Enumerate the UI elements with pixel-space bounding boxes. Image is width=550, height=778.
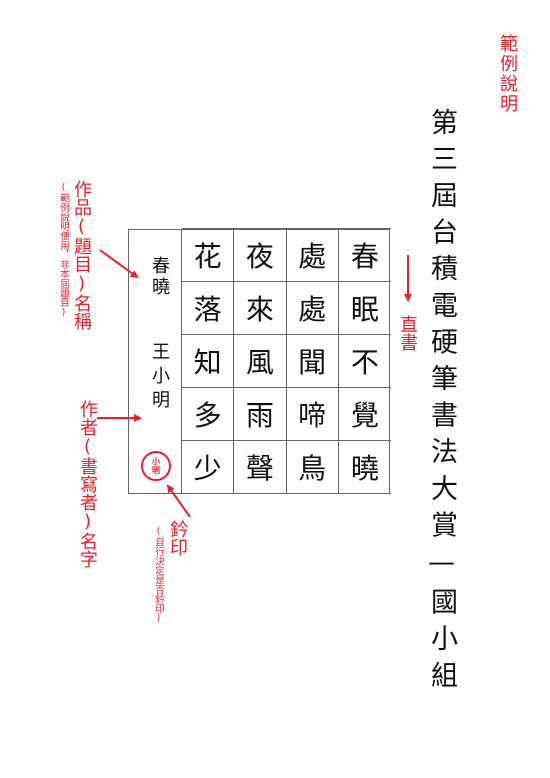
grid-cell: 春	[338, 228, 391, 282]
vertical-writing-annotation: 直書	[397, 315, 418, 351]
author-annotation: 作者(書寫者)名字	[77, 400, 98, 568]
grid-cell: 落	[182, 281, 235, 335]
seal-stamp: 小 明	[141, 451, 171, 481]
grid-cell: 眠	[338, 281, 391, 335]
grid-cell: 鳥	[286, 440, 339, 494]
grid-cell: 多	[182, 387, 235, 441]
grid-cell: 處	[286, 281, 339, 335]
grid-cell: 啼	[286, 387, 339, 441]
poem-grid: 花夜處春落來處眠知風聞不多雨啼覺少聲鳥曉	[181, 228, 391, 494]
grid-cell: 雨	[234, 387, 287, 441]
poem-author: 王小明	[149, 342, 170, 414]
grid-cell: 花	[182, 228, 235, 282]
grid-cell: 曉	[338, 440, 391, 494]
seal-annotation: 鈐印	[167, 520, 188, 556]
grid-cell: 不	[338, 334, 391, 388]
calligraphy-sheet: 花夜處春落來處眠知風聞不多雨啼覺少聲鳥曉	[128, 228, 391, 494]
grid-cell: 聞	[286, 334, 339, 388]
grid-cell: 覺	[338, 387, 391, 441]
grid-cell: 風	[234, 334, 287, 388]
grid-cell: 處	[286, 228, 339, 282]
grid-cell: 少	[182, 440, 235, 494]
work-title-annotation: 作品(題目)名稱	[71, 180, 92, 330]
grid-cell: 來	[234, 281, 287, 335]
poem-title: 春曉	[149, 256, 170, 298]
competition-title: 第三屆台積電硬筆書法大賞—國小組	[426, 108, 457, 698]
seal-char-2: 明	[152, 465, 160, 475]
grid-cell: 聲	[234, 440, 287, 494]
seal-annotation-sub: (自行決定是否鈐印)	[153, 526, 164, 624]
seal-char-1: 小	[152, 456, 160, 466]
work-title-annotation-sub: (範例說明使用，非本屆題目)	[58, 182, 69, 318]
example-note-title: 範例說明	[497, 34, 518, 114]
grid-cell: 知	[182, 334, 235, 388]
grid-cell: 夜	[234, 228, 287, 282]
